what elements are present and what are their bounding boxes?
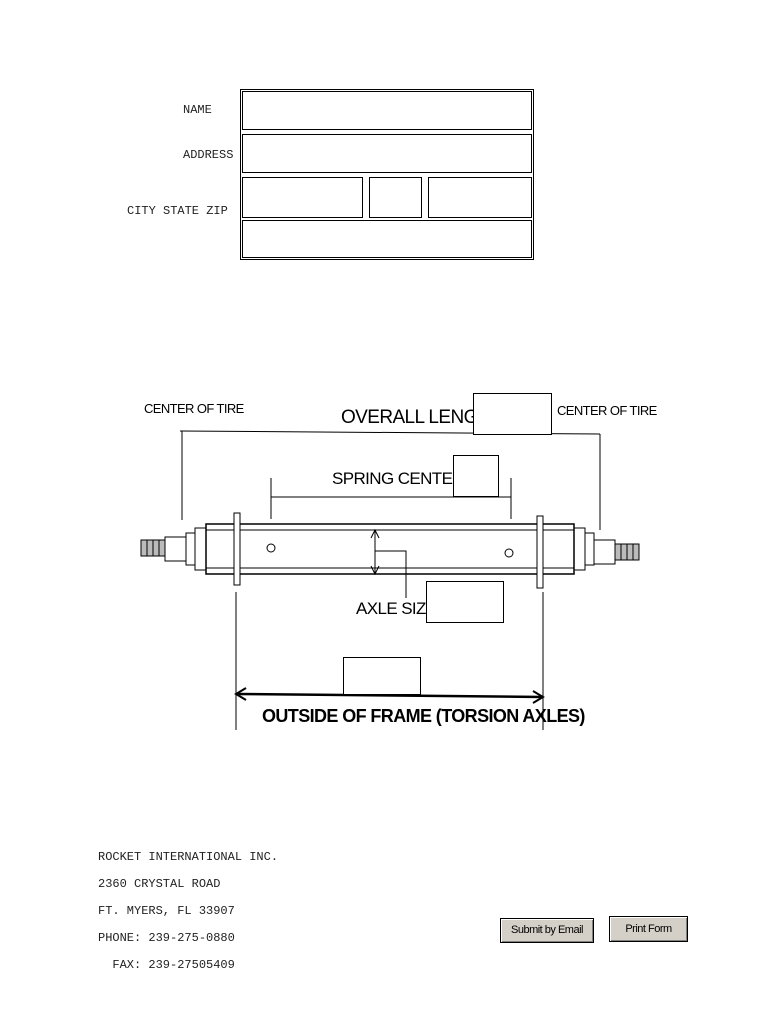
axle-size-label: AXLE SIZE (356, 599, 437, 618)
extra-address-field[interactable] (242, 220, 532, 258)
left-spindle (140, 539, 166, 557)
spring-centers-label: SPRING CENTERS (332, 469, 475, 488)
overall-length-label: OVERALL LENGTH (341, 407, 503, 428)
overall-length-field[interactable] (473, 393, 552, 435)
company-city: FT. MYERS, FL 33907 (98, 904, 235, 918)
axle-size-field[interactable] (426, 581, 504, 623)
outside-frame-field[interactable] (343, 657, 421, 695)
left-spring-hole (266, 543, 276, 553)
axle-size-input[interactable] (427, 582, 503, 622)
extra-address-input[interactable] (243, 221, 531, 257)
right-spindle (614, 543, 640, 561)
spring-centers-field[interactable] (453, 455, 499, 497)
spring-centers-input[interactable] (454, 456, 498, 496)
outside-frame-input[interactable] (344, 658, 420, 694)
company-phone: PHONE: 239-275-0880 (98, 931, 235, 945)
name-field[interactable] (242, 91, 532, 130)
print-form-button[interactable]: Print Form (609, 916, 688, 942)
address-label: ADDRESS (183, 148, 234, 162)
address-input[interactable] (243, 135, 531, 172)
company-fax: FAX: 239-27505409 (98, 958, 235, 972)
submit-by-email-button[interactable]: Submit by Email (500, 918, 594, 943)
state-input[interactable] (370, 178, 421, 217)
company-street: 2360 CRYSTAL ROAD (98, 877, 221, 891)
city-input[interactable] (243, 178, 362, 217)
zip-input[interactable] (429, 178, 531, 217)
name-input[interactable] (243, 92, 531, 129)
name-label: NAME (183, 103, 212, 117)
state-field[interactable] (369, 177, 422, 218)
city-field[interactable] (242, 177, 363, 218)
right-frame-plate (536, 515, 544, 589)
outside-of-frame-label: OUTSIDE OF FRAME (TORSION AXLES) (262, 706, 585, 726)
left-frame-plate (233, 512, 241, 586)
center-of-tire-right-label: CENTER OF TIRE (557, 403, 657, 418)
overall-length-input[interactable] (474, 394, 551, 434)
axle-tube (205, 523, 575, 575)
center-of-tire-left-label: CENTER OF TIRE (144, 401, 244, 416)
city-state-zip-label: CITY STATE ZIP (127, 204, 228, 218)
zip-field[interactable] (428, 177, 532, 218)
axle-size-leader (375, 550, 407, 598)
address-field[interactable] (242, 134, 532, 173)
right-spring-hole (504, 548, 514, 558)
company-name: ROCKET INTERNATIONAL INC. (98, 850, 279, 864)
